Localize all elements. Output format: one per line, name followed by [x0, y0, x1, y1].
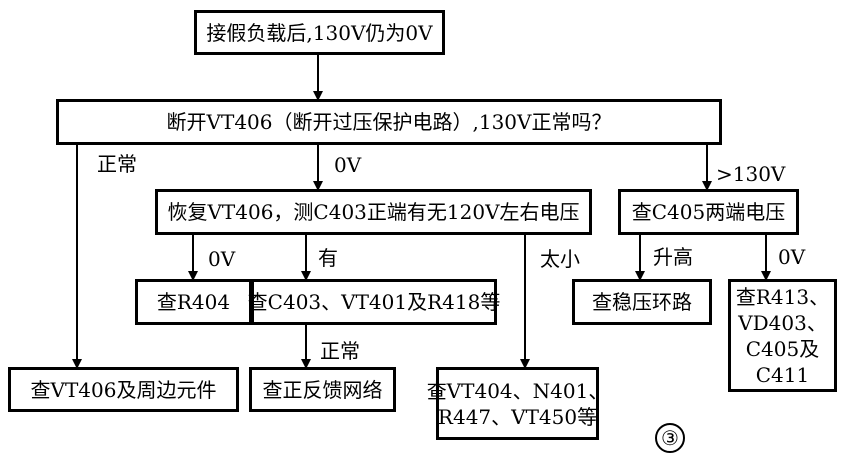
- node-check-vt404: 查VT404、N401、 R447、VT450等: [427, 367, 608, 440]
- node-check-c405: 查C405两端电压: [618, 189, 799, 235]
- node-start: 接假负载后,130V仍为0V: [194, 10, 445, 55]
- node-check-vt406: 查VT406及周边元件: [8, 367, 239, 412]
- label-over-130v: >130V: [716, 162, 786, 186]
- node-check-r413: 查R413、 VD403、 C405及 C411: [728, 279, 837, 392]
- node-check-c403: 查C403、VT401及R418等: [248, 279, 500, 325]
- label-normal-feedback: 正常: [320, 339, 360, 363]
- node-disconnect-vt406: 断开VT406（断开过压保护电路）,130V正常吗？: [56, 99, 722, 145]
- label-normal-left: 正常: [97, 152, 137, 176]
- node-restore-vt406: 恢复VT406，测C403正端有无120V左右电压: [155, 189, 592, 235]
- label-zero-v-right: 0V: [778, 245, 806, 269]
- node-check-regulator: 查稳压环路: [572, 279, 712, 325]
- label-too-small: 太小: [540, 247, 580, 271]
- label-yes: 有: [318, 246, 338, 270]
- figure-number: ③: [655, 423, 685, 453]
- label-zero-v-r404: 0V: [208, 247, 236, 271]
- label-zero-v-mid: 0V: [334, 153, 362, 177]
- label-rise: 升高: [653, 245, 693, 269]
- node-check-feedback: 查正反馈网络: [249, 367, 396, 412]
- node-check-r404: 查R404: [135, 279, 252, 325]
